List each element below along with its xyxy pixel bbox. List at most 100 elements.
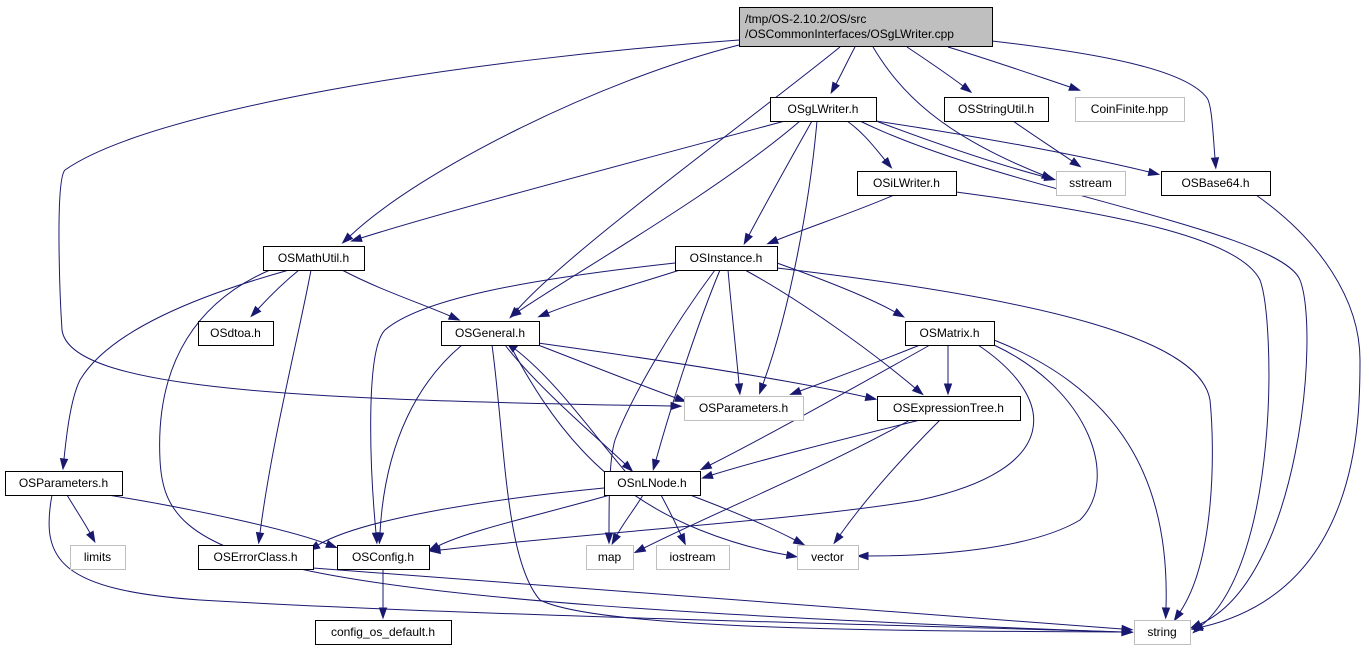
node-box [441,321,540,346]
node-osmathutil[interactable]: OSMathUtil.h [263,246,365,271]
node-osilwriter[interactable]: OSiLWriter.h [857,171,957,196]
node-osinstance[interactable]: OSInstance.h [675,246,778,271]
node-osstringutil[interactable]: OSStringUtil.h [944,97,1049,122]
edge-line [867,344,1098,557]
edge-arrowhead [427,542,441,552]
edge-arrowhead [1043,172,1057,181]
edge-line [159,269,1123,633]
node-box [739,7,993,47]
edge-line [360,120,786,239]
node-configdefault[interactable]: config_os_default.h [315,620,452,645]
node-box [315,620,452,645]
edge-line [312,567,1123,630]
edge-root-to-osparams_ext [58,39,740,411]
edge-arrowhead [378,607,388,620]
node-sstream: sstream [1056,171,1126,196]
edge-osparams-to-limits [66,494,96,544]
edge-arrowhead [830,81,840,95]
node-osexprtree[interactable]: OSExpressionTree.h [877,396,1021,421]
node-root[interactable]: /tmp/OS-2.10.2/OS/src/OSCommonInterfaces… [739,7,993,47]
node-box [5,471,123,496]
node-label: /OSCommonInterfaces/OSgLWriter.cpp [745,27,954,41]
edge-arrowhead [676,532,686,546]
edge-line [947,46,1071,88]
edge-arrowhead [833,532,844,545]
node-osparams[interactable]: OSParameters.h [5,471,123,496]
edge-osglwriter-to-osparams_ext [759,120,818,395]
edge-osgeneral-to-vector [509,344,799,560]
edge-arrowhead [611,532,621,546]
edge-line [799,344,921,392]
node-label: vector [811,550,844,564]
node-box [1075,97,1185,122]
edge-osexprtree-to-map [633,419,911,554]
edge-line [63,269,290,460]
edge-line [509,344,788,556]
node-box [684,396,804,421]
edge-osinstance-to-osgeneral [537,269,681,318]
node-box [944,97,1049,122]
edge-arrowhead [86,530,96,544]
edge-line [875,120,1046,178]
edge-osglwriter-to-osinstance [743,120,813,246]
edge-arrowhead [375,532,385,545]
node-osnlnode[interactable]: OSnLNode.h [604,471,701,496]
edge-osglwriter-to-osbase64 [875,120,1161,176]
edge-osmathutil-to-osparams [59,269,290,471]
node-osdtoa[interactable]: OSdtoa.h [198,321,274,346]
edge-arrowhead [792,536,806,546]
node-label: OSBase64.h [1181,176,1249,190]
edge-line [1201,194,1361,628]
node-label: OSMatrix.h [919,326,979,340]
node-osglwriter[interactable]: OSgLWriter.h [770,97,877,122]
node-osgeneral[interactable]: OSGeneral.h [441,321,540,346]
edge-arrowhead [789,386,802,395]
edge-line [66,494,91,534]
node-label: OSExpressionTree.h [893,401,1004,415]
edge-osexprtree-to-osnlnode [701,419,921,479]
node-osbase64[interactable]: OSBase64.h [1161,171,1271,196]
edges-layer [48,39,1361,637]
edge-line [257,269,300,310]
nodes-layer: /tmp/OS-2.10.2/OS/src/OSCommonInterfaces… [5,7,1271,645]
node-label: map [598,550,622,564]
edge-line [439,344,1035,551]
edge-osgeneral-to-osparams_ext [537,344,687,402]
edge-osmatrix-to-osconfig [428,344,1035,555]
edge-osnlnode-to-map [611,494,644,546]
edge-line [643,419,911,549]
edge-osbase64-to-string [1190,194,1361,631]
edge-arrowhead [325,539,338,549]
node-iostream: iostream [656,545,730,570]
edge-root-to-osstringutil [906,46,973,94]
edge-line [776,262,896,313]
node-osmatrix[interactable]: OSMatrix.h [905,321,995,346]
node-label: /tmp/OS-2.10.2/OS/src [745,12,866,26]
node-label: string [1147,625,1176,639]
edge-arrowhead [537,308,551,318]
edge-arrowhead [1068,82,1081,91]
edge-line [711,419,921,476]
edge-arrowhead [59,458,69,471]
node-label: OSnLNode.h [617,476,686,490]
edge-arrowhead [604,532,614,545]
edge-osconfig-to-configdefault [378,569,388,620]
edge-osilwriter-to-osinstance [766,194,895,245]
edge-osstringutil-to-sstream [1012,120,1082,168]
edge-arrowhead [892,308,906,318]
node-box [770,97,877,122]
edge-line [259,269,312,534]
edge-osnlnode-to-iostream [660,494,686,546]
edge-line [58,39,740,407]
node-box [1056,171,1126,196]
node-osparams_ext: OSParameters.h [684,396,804,421]
edge-root-to-osgeneral [509,46,841,319]
edge-arrowhead [743,232,753,246]
edge-arrowhead [633,544,647,554]
edge-osinstance-to-osexprtree [744,269,924,396]
node-oserrorclass[interactable]: OSErrorClass.h [198,545,314,570]
edge-line [341,269,451,317]
edge-osgeneral-to-osconfig [375,344,463,545]
node-osconfig[interactable]: OSConfig.h [337,545,430,570]
edge-line [616,494,644,536]
